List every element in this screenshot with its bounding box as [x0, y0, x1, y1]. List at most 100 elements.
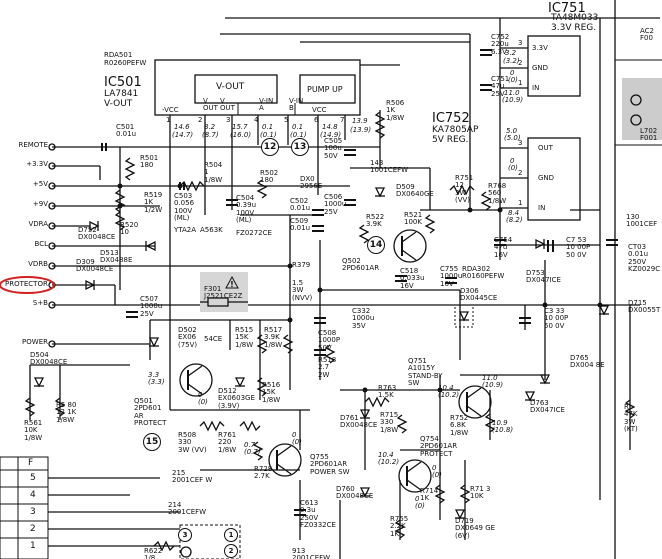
label-r1-5: 1.5 3W (NVV) [292, 279, 313, 302]
table-row-5: 5 [30, 473, 36, 483]
label-d512: D512 EX0603GE (3.9V) [218, 387, 255, 410]
label-r561: R561 10K 1/8W [24, 419, 43, 442]
volt-q501-2: 0 (0) [198, 391, 208, 407]
label-c751: C751 47u 25V [491, 75, 510, 98]
ic501-volt-4: 0.1 [262, 123, 274, 131]
ic501-voltb-7: (13.9) [350, 126, 372, 134]
ic752-pin3-num: 3 [518, 139, 523, 147]
resistors [24, 111, 636, 552]
label-l702: L702 F001 [640, 127, 658, 143]
ic752-v2b: (0) [508, 164, 518, 172]
table-row-4: 4 [30, 490, 36, 500]
label-c518: C518 0.033u 16V [400, 267, 425, 290]
transistor-q751 [458, 385, 492, 419]
label-r763: R763 1.5K [378, 384, 397, 400]
ic501-pin-7: 7 [340, 116, 345, 124]
label-d761: D761 DX0048CE [340, 414, 378, 430]
ic501-pin-vout2: V OUT [220, 97, 235, 113]
label-r751: R751 12 3W (VV) [455, 174, 474, 205]
ic501-pin-3: 3 [226, 116, 231, 124]
ic501-pin-vcc: VCC [312, 106, 327, 114]
ic501-pin-1: 1 [166, 116, 171, 124]
ic751-pin2-num: 2 [518, 59, 523, 67]
volt-q755-2: 0.7 (0.7) [244, 441, 261, 457]
label-r502: R502 180 [260, 169, 279, 185]
label-c613: C613 0.3u 250V FZ0332CE [300, 499, 336, 530]
ic501-voltb-3: (16.0) [230, 131, 252, 139]
ic501-ref2: R0260PEFW [104, 59, 147, 67]
label-215: 215 2001CEF W [172, 469, 213, 485]
label-rda302: RDA302 R0160PEFW [462, 265, 505, 281]
ic501-voltb-6: (14.9) [320, 131, 342, 139]
marker-14: 14 [367, 236, 385, 254]
label-130: 130 1001CEF [626, 213, 658, 229]
volt-q751-3: 10.9 (10.8) [492, 419, 514, 435]
label-dx0: DX0 2956E [300, 175, 323, 191]
ic752-part: KA7805AP [432, 125, 479, 135]
label-r519: R519 1K 1/2W [144, 191, 163, 214]
label-d753: D753 DX047ICE [526, 269, 561, 285]
ic501-volt-7: 13.9 [352, 117, 368, 125]
marker-13: 13 [291, 138, 309, 156]
label-c502: C502 0.01u [290, 197, 311, 213]
label-r504: R504 1 1/8W [204, 161, 223, 184]
label-fz0272ce: FZ0272CE [236, 229, 272, 237]
label-r580: R5 80 12 1K 1/8W [56, 401, 77, 424]
label-vdra: VDRA [28, 220, 48, 228]
label-c506: C506 1000u 25V [324, 193, 347, 216]
label-r761: R761 220 1/8W [218, 431, 237, 454]
label-r516: R516 15K 1/8W [262, 381, 281, 404]
ic752-v3: 5.0 [506, 127, 518, 135]
table-row-1: 1 [30, 541, 36, 551]
ic501-volt-5: 0.1 [292, 123, 304, 131]
ic501-part: LA7841 [104, 89, 139, 99]
label-r379: R379 [292, 261, 311, 269]
ic501-func: V-OUT [104, 99, 133, 109]
ic751-pin3: 3.3V [532, 44, 548, 52]
marker-15: 15 [143, 433, 161, 451]
ic501-pin-vcc-neg: -VCC [162, 106, 179, 114]
ic501-voltb-1: (14.7) [172, 131, 194, 139]
ic752-v1b: (8.2) [506, 216, 523, 224]
label-9v: +9V [32, 200, 48, 208]
label-c507: C507 1000u 25V [140, 295, 163, 318]
ic501-pin-6: 6 [314, 116, 319, 124]
ic751-v1b: (10.9) [502, 96, 524, 104]
ic752-block [500, 137, 581, 221]
label-d715: D715 DX0055T [628, 299, 661, 315]
ic501-pin-vin-a: V-IN A [259, 97, 274, 113]
ic751-part: TA48M033 [551, 13, 599, 23]
label-r517: R517 3.9K 1/8W [264, 326, 283, 349]
volt-q501-1: 3.3 (3.3) [148, 371, 165, 387]
label-r518: R518 2.7 2W [318, 356, 337, 379]
ic751-v1: 11.0 [504, 89, 520, 97]
label-r522: R522 3.9K [366, 213, 385, 229]
ic501-block-vout: V-OUT [216, 82, 245, 92]
ic501-pin-vout: V OUT [203, 97, 218, 113]
label-c508: C508 1000P 50V [318, 329, 341, 352]
ic752-pin2: GND [538, 174, 555, 182]
ic501-volt-2: 8.2 [204, 123, 216, 131]
ic752-func: 5V REG. [432, 135, 469, 145]
ic501-voltb-2: (8.7) [202, 131, 219, 139]
ic501-block-pump: PUMP UP [307, 85, 343, 94]
volt-q755-1: 0 (0) [292, 431, 302, 447]
label-q501: Q501 2PD601 AR PROTECT [134, 397, 167, 428]
transistor-q755 [268, 443, 302, 477]
svg-text:!: ! [230, 280, 234, 289]
label-214: 214 2001CEFW [168, 501, 207, 517]
fuse-f301: ! [200, 272, 248, 312]
label-c752: C752 220u 6.3V [491, 33, 510, 56]
ic752-pin2-num: 2 [518, 169, 523, 177]
label-3v3: +3.3V [26, 160, 48, 168]
table-header-f: F [28, 458, 34, 468]
label-r622: R622 1/8 [144, 547, 163, 559]
label-c755: C755 1000u 16V [440, 265, 463, 288]
label-d502b: 54CE [204, 335, 223, 343]
table-row-3: 3 [30, 507, 36, 517]
label-c332: C332 1000u 35V [352, 307, 375, 330]
pin-2: 2 [224, 544, 238, 558]
label-r715: R715 330 1/8W [380, 411, 399, 434]
pin-1: 1 [224, 528, 238, 542]
